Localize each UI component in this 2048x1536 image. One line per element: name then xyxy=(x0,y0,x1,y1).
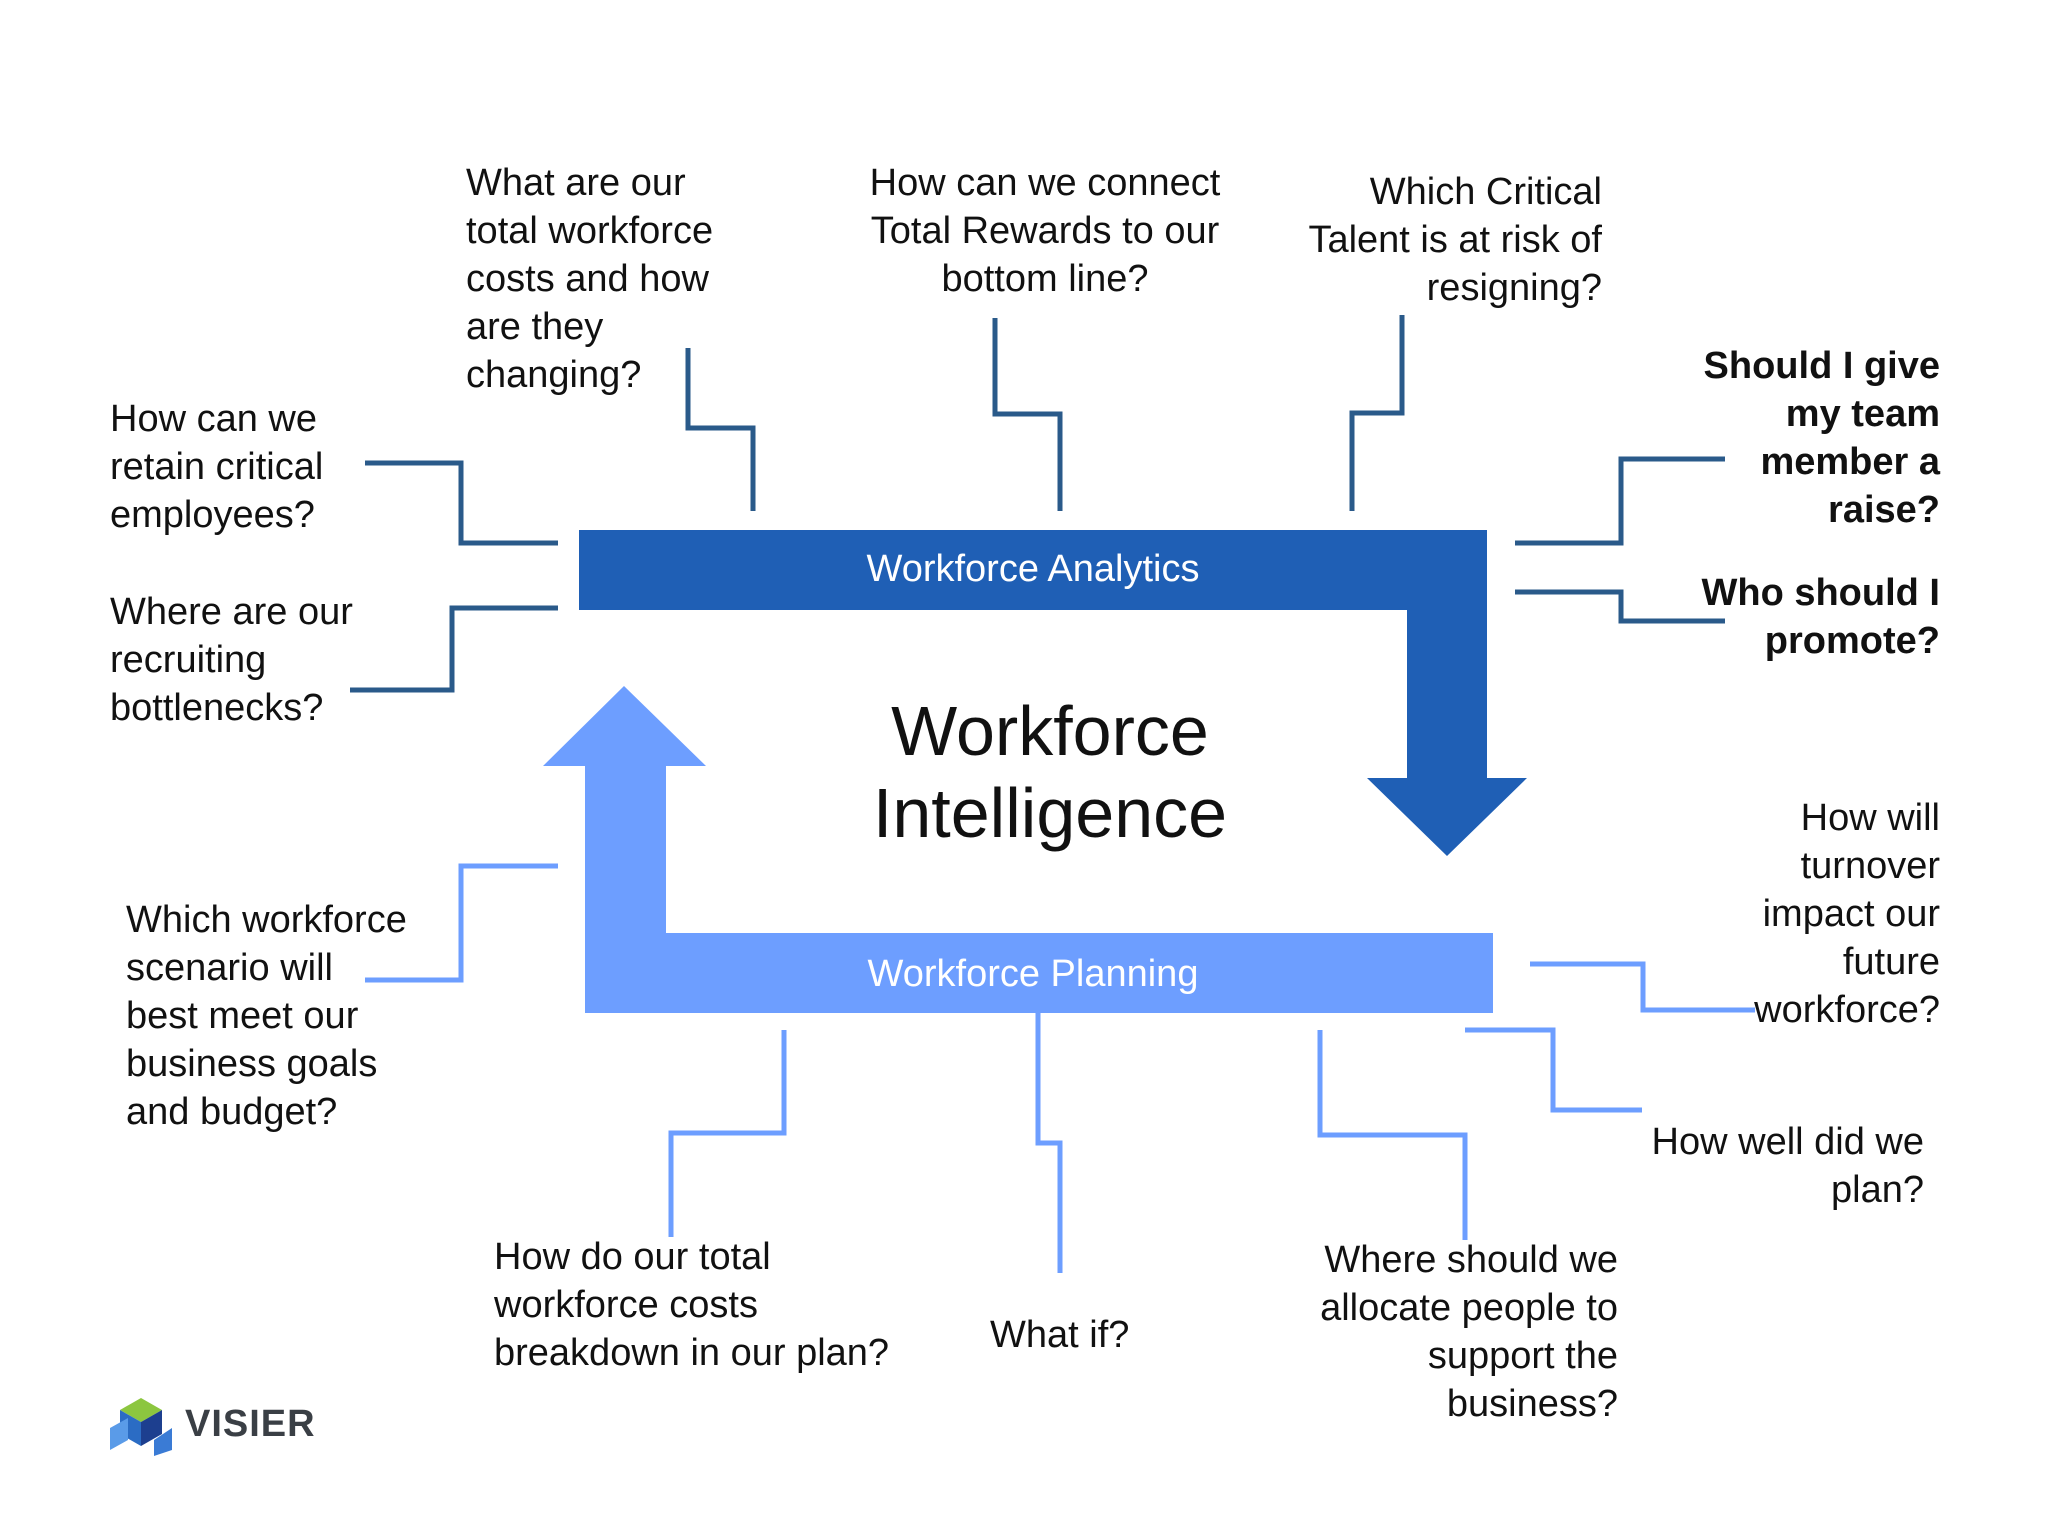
question-give-raise: Should I give my team member a raise? xyxy=(1703,345,1940,531)
workforce-planning-arrow xyxy=(543,686,1493,1013)
question-workforce-scenario: Which workforce scenario will best meet … xyxy=(126,899,407,1133)
connector-what-if xyxy=(1035,1013,1063,1273)
connector-raise xyxy=(1515,456,1725,546)
workforce-planning-label: Workforce Planning xyxy=(867,953,1199,995)
connector-retain xyxy=(365,460,558,546)
connector-plan-well xyxy=(1465,1027,1642,1113)
workforce-analytics-arrow xyxy=(579,530,1527,856)
question-turnover-impact: How will turnover impact our future work… xyxy=(1754,797,1940,1031)
connector-allocate xyxy=(1317,1030,1468,1240)
connector-critical-talent xyxy=(1349,315,1405,511)
question-total-rewards: How can we connect Total Rewards to our … xyxy=(869,162,1221,300)
connector-costs xyxy=(685,348,756,511)
question-costs-breakdown: How do our total workforce costs breakdo… xyxy=(494,1236,890,1374)
question-what-if: What if? xyxy=(990,1314,1130,1356)
workforce-analytics-label: Workforce Analytics xyxy=(866,548,1200,590)
center-title: Workforce Intelligence xyxy=(872,692,1228,852)
question-critical-talent: Which Critical Talent is at risk of resi… xyxy=(1308,171,1602,309)
question-allocate-people: Where should we allocate people to suppo… xyxy=(1320,1239,1618,1425)
connector-recruiting xyxy=(350,605,558,693)
connector-costs-plan xyxy=(668,1030,787,1237)
question-plan-well: How well did we plan? xyxy=(1651,1121,1924,1211)
planning-connectors xyxy=(365,863,1755,1273)
connector-rewards xyxy=(992,318,1063,511)
connector-turnover xyxy=(1530,961,1755,1013)
analytics-connectors xyxy=(350,315,1725,693)
question-workforce-costs: What are our total workforce costs and h… xyxy=(466,162,714,396)
question-recruiting-bottlenecks: Where are our recruiting bottlenecks? xyxy=(110,591,353,729)
visier-logo-text: VISIER xyxy=(185,1403,316,1445)
connector-scenario xyxy=(365,863,558,983)
visier-logo-icon xyxy=(110,1398,172,1456)
question-who-promote: Who should I promote? xyxy=(1701,572,1940,662)
question-retain-employees: How can we retain critical employees? xyxy=(110,398,324,536)
connector-promote xyxy=(1515,589,1725,624)
